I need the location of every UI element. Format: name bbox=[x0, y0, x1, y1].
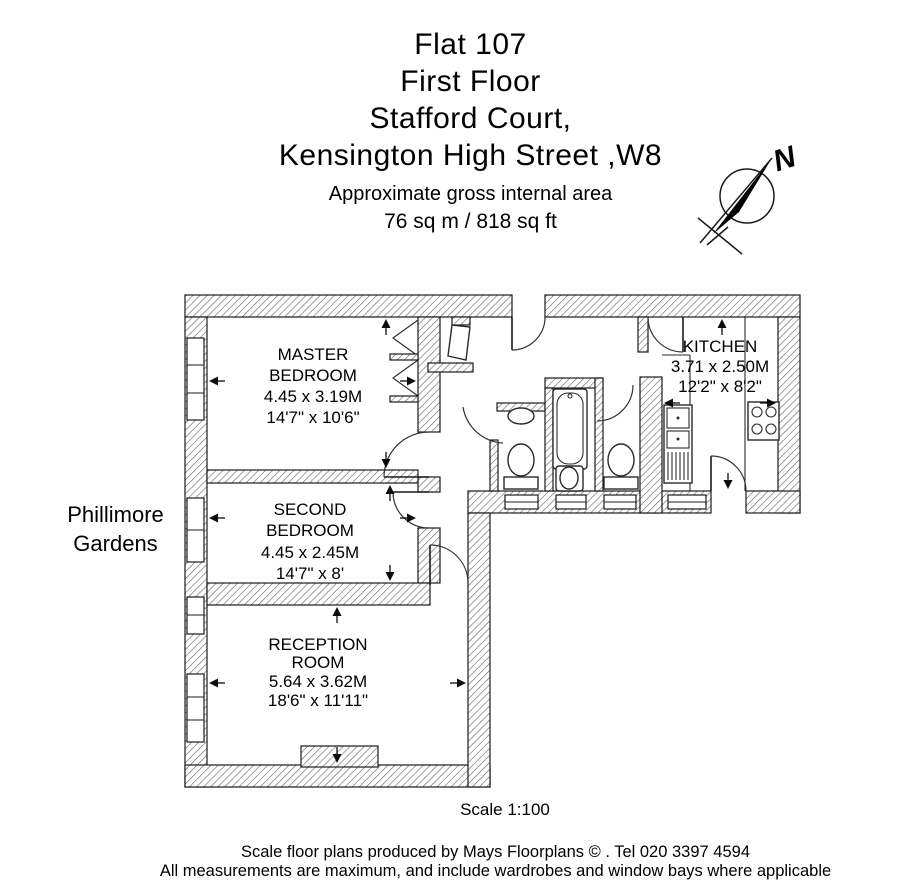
window-reception-upper bbox=[186, 596, 205, 635]
wc1-door bbox=[462, 406, 504, 444]
label-reception-room: RECEPTION ROOM 5.64 x 3.62M 18'6" x 11'1… bbox=[268, 635, 368, 710]
windows bbox=[186, 337, 707, 743]
kitchen-sink bbox=[663, 404, 693, 484]
north-label: N bbox=[769, 140, 801, 178]
compass-fletch-2 bbox=[706, 226, 729, 246]
wall-lower-right bbox=[467, 512, 491, 788]
bathtub bbox=[552, 388, 588, 470]
wall-wc1-left bbox=[489, 439, 499, 492]
title-flat: Flat 107 bbox=[414, 28, 527, 61]
wall-bath-right bbox=[594, 377, 604, 492]
wall-entrance-notch bbox=[451, 316, 471, 326]
master-bedroom-door bbox=[383, 431, 430, 478]
window-wc1 bbox=[504, 494, 539, 510]
wc2-door bbox=[596, 384, 634, 422]
reception-size-metric: 5.64 x 3.62M bbox=[269, 672, 367, 691]
wall-top-right bbox=[544, 294, 801, 318]
second-size-metric: 4.45 x 2.45M bbox=[261, 543, 359, 562]
kitchen-size-imperial: 12'2" x 8'2" bbox=[678, 377, 762, 396]
window-wc2 bbox=[603, 494, 637, 510]
hall-cupboard-shelf bbox=[427, 362, 474, 373]
title-street: Kensington High Street ,W8 bbox=[278, 139, 663, 172]
reception-name-1: RECEPTION bbox=[268, 635, 367, 654]
compass-circle bbox=[719, 168, 775, 224]
master-name-2: BEDROOM bbox=[269, 366, 357, 385]
room-labels: MASTER BEDROOM 4.45 x 3.19M 14'7" x 10'6… bbox=[261, 337, 769, 710]
compass-fletch-1 bbox=[697, 217, 743, 255]
north-arrow: N bbox=[697, 140, 801, 255]
kitchen-name: KITCHEN bbox=[683, 337, 758, 356]
title-building: Stafford Court, bbox=[369, 102, 572, 135]
walls bbox=[184, 294, 801, 788]
title-block: Flat 107 First Floor Stafford Court, Ken… bbox=[20, 26, 901, 234]
entrance-door bbox=[511, 316, 546, 351]
window-kitchen bbox=[667, 494, 707, 510]
title-floor: First Floor bbox=[400, 65, 541, 98]
kitchen-hob bbox=[747, 401, 780, 441]
wall-corridor-mid bbox=[417, 476, 441, 493]
wall-top-left bbox=[184, 294, 513, 318]
window-master bbox=[186, 337, 205, 421]
second-size-imperial: 14'7" x 8' bbox=[276, 564, 344, 583]
compass-needle bbox=[713, 158, 772, 234]
label-master-bedroom: MASTER BEDROOM 4.45 x 3.19M 14'7" x 10'6… bbox=[264, 345, 362, 427]
street-label-line2: Gardens bbox=[73, 531, 158, 556]
window-reception-lower bbox=[186, 673, 205, 743]
wall-right bbox=[777, 316, 801, 514]
wall-bath-top bbox=[544, 377, 604, 389]
kitchen-entry-door bbox=[647, 316, 684, 353]
wall-kitchen-stub bbox=[637, 316, 649, 353]
window-second-bedroom bbox=[186, 497, 205, 563]
wall-kitchen-partition bbox=[639, 376, 663, 514]
footer-credit: Scale floor plans produced by Mays Floor… bbox=[241, 843, 750, 861]
reception-door bbox=[429, 544, 469, 585]
label-second-bedroom: SECOND BEDROOM 4.45 x 2.45M 14'7" x 8' bbox=[261, 500, 359, 583]
reception-name-2: ROOM bbox=[292, 653, 345, 672]
master-name-1: MASTER bbox=[278, 345, 349, 364]
hall-cupboard-door bbox=[447, 324, 471, 361]
wardrobe-master bbox=[389, 319, 419, 403]
wall-bottom-right-end bbox=[745, 490, 801, 514]
reception-size-imperial: 18'6" x 11'11" bbox=[268, 691, 368, 710]
street-label: Phillimore Gardens bbox=[38, 500, 193, 558]
wc2-toilet bbox=[603, 443, 639, 490]
footer-disclaimer: All measurements are maximum, and includ… bbox=[159, 862, 832, 880]
fixtures bbox=[389, 317, 780, 492]
second-name-1: SECOND bbox=[274, 500, 347, 519]
label-kitchen: KITCHEN 3.71 x 2.50M 12'2" x 8'2" bbox=[671, 337, 769, 396]
master-size-imperial: 14'7" x 10'6" bbox=[266, 408, 359, 427]
wall-bottom-left-wing bbox=[184, 764, 491, 788]
bathroom-basin bbox=[555, 465, 584, 492]
kitchen-size-metric: 3.71 x 2.50M bbox=[671, 357, 769, 376]
wc1-basin bbox=[507, 407, 535, 425]
master-size-metric: 4.45 x 3.19M bbox=[264, 387, 362, 406]
wall-bath-left bbox=[544, 387, 554, 492]
scale-label: Scale 1:100 bbox=[460, 800, 550, 819]
wall-corridor-lower bbox=[417, 527, 441, 584]
street-label-line1: Phillimore bbox=[67, 502, 164, 527]
wc1-toilet bbox=[503, 443, 539, 490]
footer: Scale floor plans produced by Mays Floor… bbox=[43, 843, 901, 881]
area-value: 76 sq m / 818 sq ft bbox=[384, 210, 557, 233]
wall-second-reception bbox=[206, 582, 431, 606]
wall-corridor-upper bbox=[417, 316, 441, 433]
second-name-2: BEDROOM bbox=[266, 521, 354, 540]
second-bedroom-door bbox=[392, 491, 430, 529]
area-note: Approximate gross internal area bbox=[328, 183, 613, 205]
window-bathroom bbox=[555, 494, 587, 510]
